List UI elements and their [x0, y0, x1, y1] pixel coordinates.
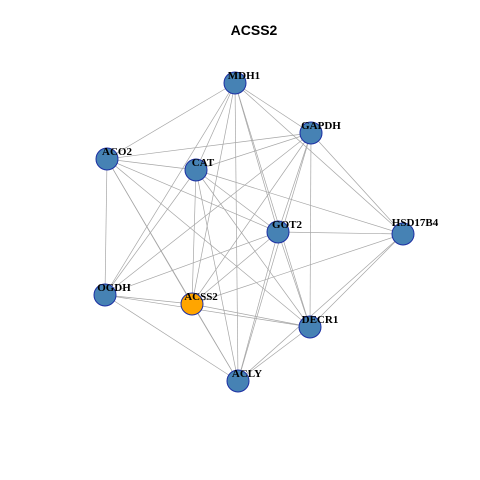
node-hsd17b4[interactable]: HSD17B4: [391, 217, 439, 246]
edge-mdh1-hsd17b4: [234, 82, 404, 235]
node-label: GOT2: [272, 219, 302, 231]
edge-gapdh-cat: [195, 132, 312, 171]
edge-gapdh-hsd17b4: [310, 132, 404, 235]
edge-got2-hsd17b4: [277, 231, 404, 235]
edge-mdh1-acly: [234, 82, 239, 382]
edge-cat-got2: [195, 169, 279, 233]
edge-gapdh-ogdh: [104, 132, 312, 296]
edge-mdh1-acss2: [191, 82, 236, 305]
node-circle[interactable]: [184, 158, 208, 182]
node-label: OGDH: [97, 282, 131, 294]
node-label: ACO2: [102, 146, 132, 158]
edge-mdh1-aco2: [106, 82, 236, 160]
edge-gapdh-got2: [277, 132, 312, 233]
node-label: ACSS2: [184, 291, 218, 303]
node-mdh1[interactable]: MDH1: [223, 70, 260, 95]
edge-gapdh-acss2: [191, 132, 312, 305]
edge-hsd17b4-decr1: [309, 233, 404, 328]
node-aco2[interactable]: ACO2: [95, 146, 132, 171]
edge-mdh1-gapdh: [234, 82, 312, 134]
edge-cat-ogdh: [104, 169, 197, 296]
edge-ogdh-acss2: [104, 294, 193, 305]
edge-mdh1-cat: [195, 82, 236, 171]
node-circle[interactable]: [299, 121, 323, 145]
node-decr1[interactable]: DECR1: [298, 314, 339, 339]
edge-cat-acly: [195, 169, 239, 382]
edge-cat-acss2: [191, 169, 197, 305]
node-circle[interactable]: [223, 71, 247, 95]
node-label: HSD17B4: [392, 217, 439, 229]
node-cat[interactable]: CAT: [184, 157, 215, 182]
node-circle[interactable]: [180, 292, 204, 316]
node-circle[interactable]: [93, 283, 117, 307]
node-circle[interactable]: [298, 315, 322, 339]
edge-acss2-decr1: [191, 303, 311, 328]
edge-mdh1-got2: [234, 82, 279, 233]
node-circle[interactable]: [95, 147, 119, 171]
edge-acss2-acly: [191, 303, 239, 382]
edge-gapdh-aco2: [106, 132, 312, 160]
node-label: CAT: [192, 157, 215, 169]
edge-cat-decr1: [195, 169, 311, 328]
node-label: GAPDH: [301, 120, 341, 132]
edge-mdh1-ogdh: [104, 82, 236, 296]
node-got2[interactable]: GOT2: [266, 219, 302, 244]
edge-aco2-decr1: [106, 158, 311, 328]
node-acss2[interactable]: ACSS2: [180, 291, 218, 316]
edge-hsd17b4-acss2: [191, 233, 404, 305]
edge-got2-decr1: [277, 231, 311, 328]
edge-aco2-got2: [106, 158, 279, 233]
edge-gapdh-decr1: [309, 132, 312, 328]
node-gapdh[interactable]: GAPDH: [299, 120, 341, 145]
node-acly[interactable]: ACLY: [226, 368, 262, 393]
edge-mdh1-decr1: [234, 82, 311, 328]
node-label: DECR1: [302, 314, 339, 326]
node-label: MDH1: [228, 70, 260, 82]
edge-ogdh-decr1: [104, 294, 311, 328]
node-circle[interactable]: [226, 369, 250, 393]
edge-aco2-ogdh: [104, 158, 108, 296]
edge-aco2-cat: [106, 158, 197, 171]
edge-layer: [104, 82, 404, 382]
node-label: ACLY: [232, 368, 262, 380]
edge-got2-ogdh: [104, 231, 279, 296]
edge-ogdh-acly: [104, 294, 239, 382]
edge-decr1-acly: [237, 326, 311, 382]
edge-gapdh-acly: [237, 132, 312, 382]
node-circle[interactable]: [391, 222, 415, 246]
node-ogdh[interactable]: OGDH: [93, 282, 131, 307]
diagram-title: ACSS2: [231, 22, 278, 38]
edge-got2-acly: [237, 231, 279, 382]
edge-hsd17b4-acly: [237, 233, 404, 382]
edge-cat-hsd17b4: [195, 169, 404, 235]
node-circle[interactable]: [266, 220, 290, 244]
edge-got2-acss2: [191, 231, 279, 305]
